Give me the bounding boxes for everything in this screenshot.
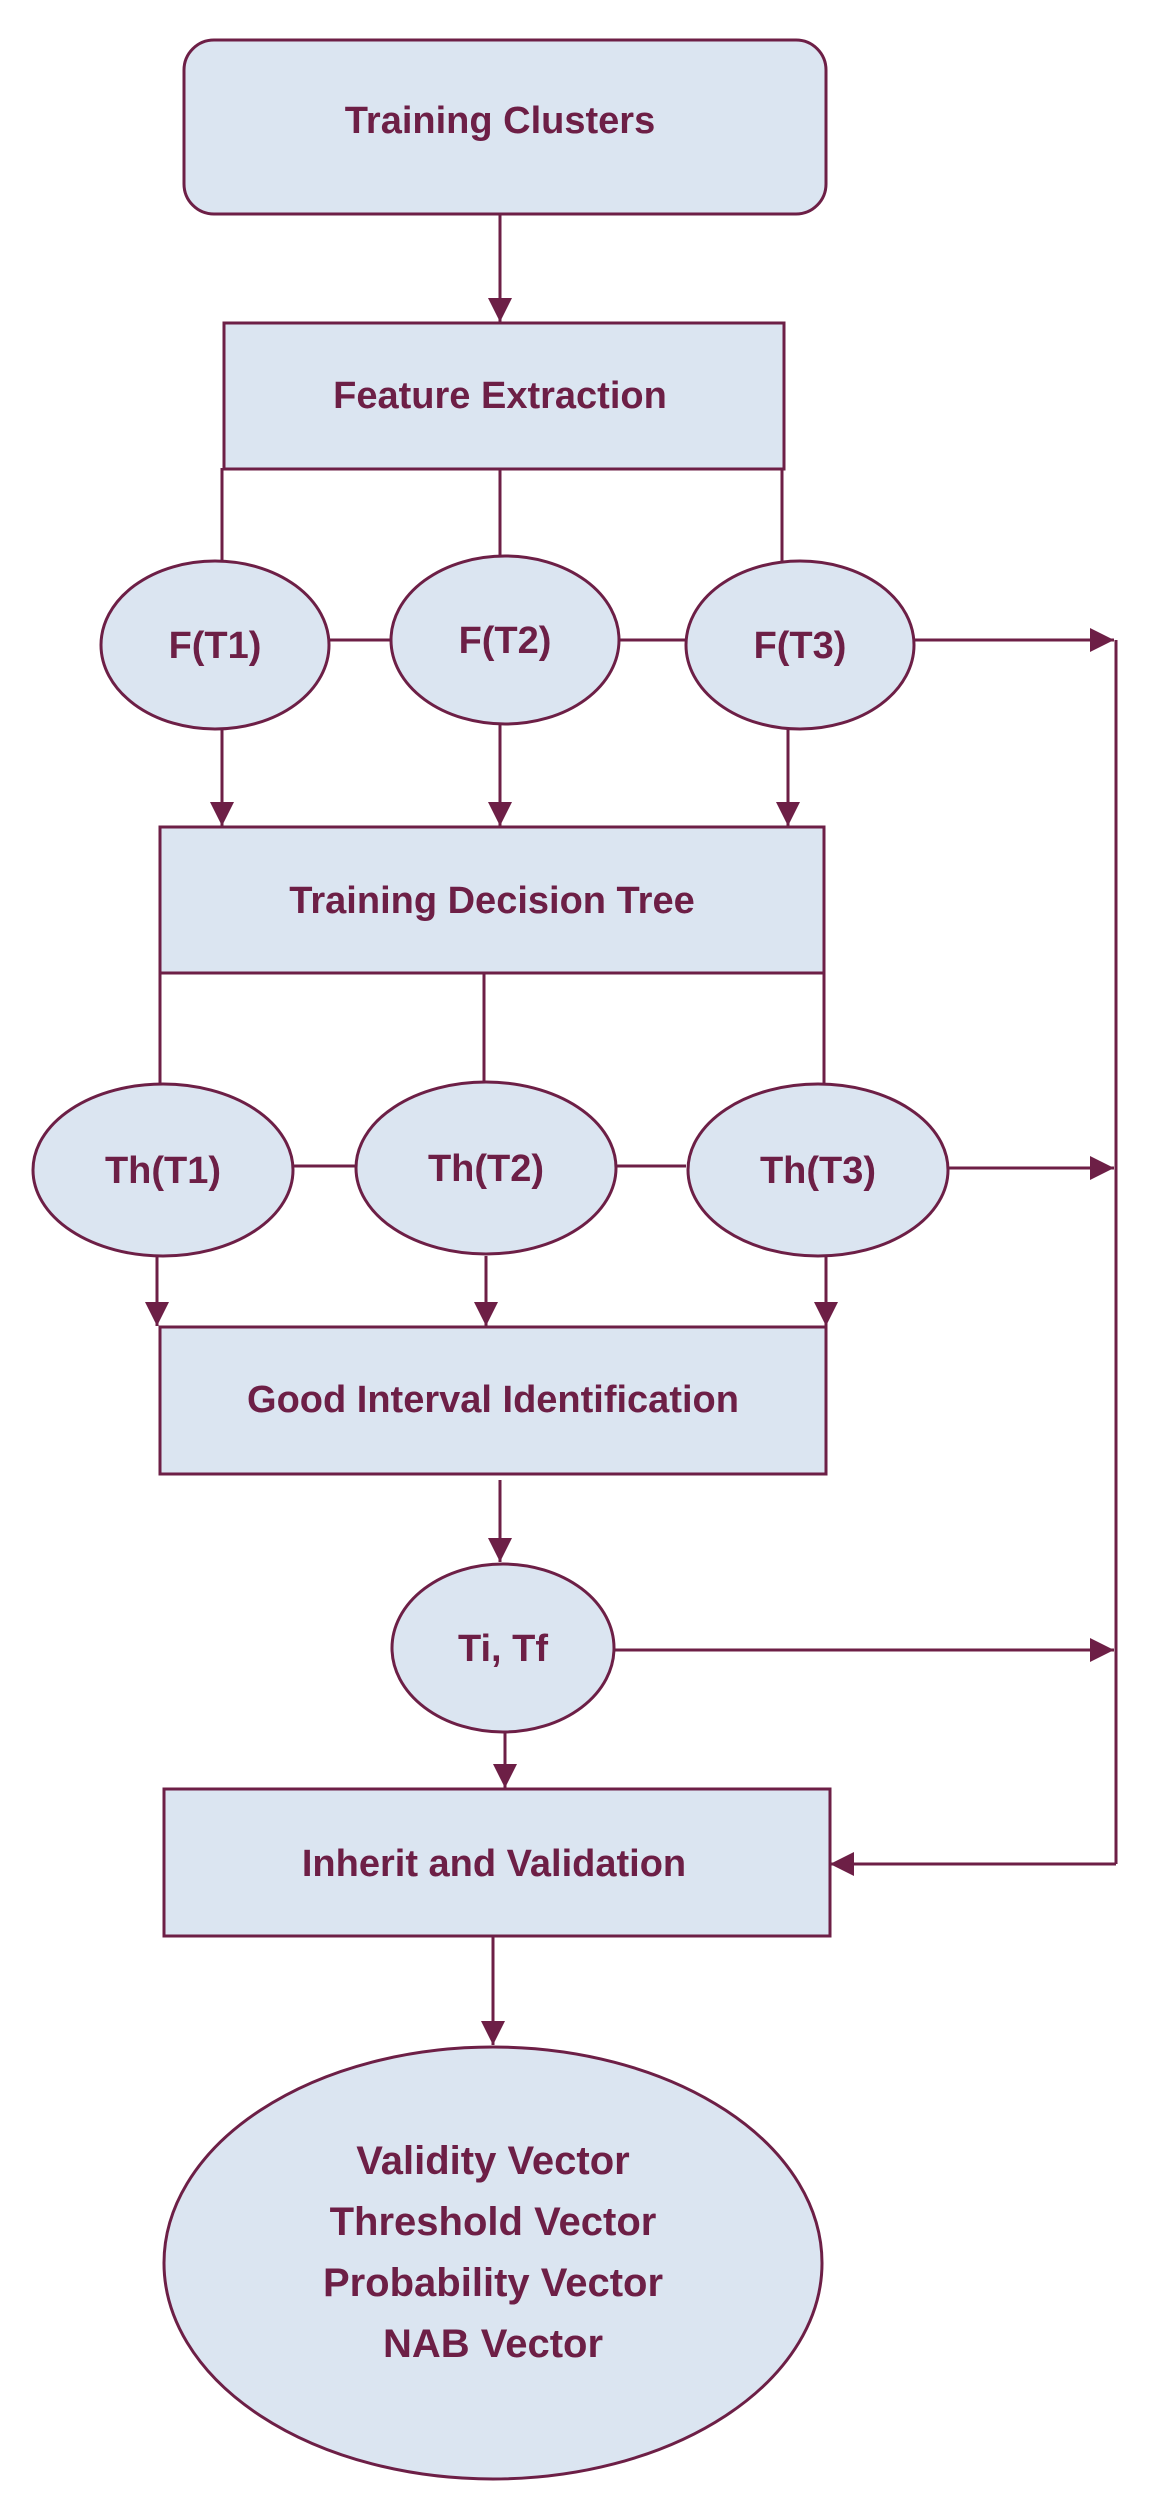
node-f-t1-label: F(T1) xyxy=(169,625,262,667)
result-line-nab: NAB Vector xyxy=(383,2322,603,2366)
node-feature-extraction-label: Feature Extraction xyxy=(333,375,667,417)
node-feature-extraction: Feature Extraction xyxy=(222,321,786,471)
node-th-t3-label: Th(T3) xyxy=(760,1150,876,1192)
node-ti-tf-label: Ti, Tf xyxy=(458,1628,548,1670)
node-f-t3-label: F(T3) xyxy=(754,625,847,667)
node-inherit-validation-label: Inherit and Validation xyxy=(302,1843,686,1885)
node-th-t3: Th(T3) xyxy=(686,1082,950,1258)
node-th-t1-label: Th(T1) xyxy=(105,1150,221,1192)
node-training-decision-tree: Training Decision Tree xyxy=(158,825,826,975)
node-f-t3: F(T3) xyxy=(684,559,916,731)
result-line-probability: Probability Vector xyxy=(323,2261,663,2305)
node-good-interval-identification-label: Good Interval Identification xyxy=(247,1379,739,1421)
node-f-t1: F(T1) xyxy=(99,559,331,731)
node-training-clusters-label: Training Clusters xyxy=(345,100,655,142)
result-line-validity: Validity Vector xyxy=(356,2139,629,2183)
connectors xyxy=(145,215,1118,2045)
node-good-interval-identification: Good Interval Identification xyxy=(158,1325,828,1476)
node-th-t2-label: Th(T2) xyxy=(428,1148,544,1190)
node-th-t2: Th(T2) xyxy=(354,1080,618,1256)
node-training-decision-tree-label: Training Decision Tree xyxy=(289,880,694,922)
node-inherit-validation: Inherit and Validation xyxy=(162,1787,832,1938)
node-training-clusters: Training Clusters xyxy=(182,38,828,216)
node-result-vectors: Validity Vector Threshold Vector Probabi… xyxy=(162,2045,824,2481)
node-f-t2-label: F(T2) xyxy=(459,620,552,662)
node-ti-tf: Ti, Tf xyxy=(390,1562,616,1734)
result-line-threshold: Threshold Vector xyxy=(330,2200,657,2244)
node-f-t2: F(T2) xyxy=(389,554,621,726)
node-th-t1: Th(T1) xyxy=(31,1082,295,1258)
